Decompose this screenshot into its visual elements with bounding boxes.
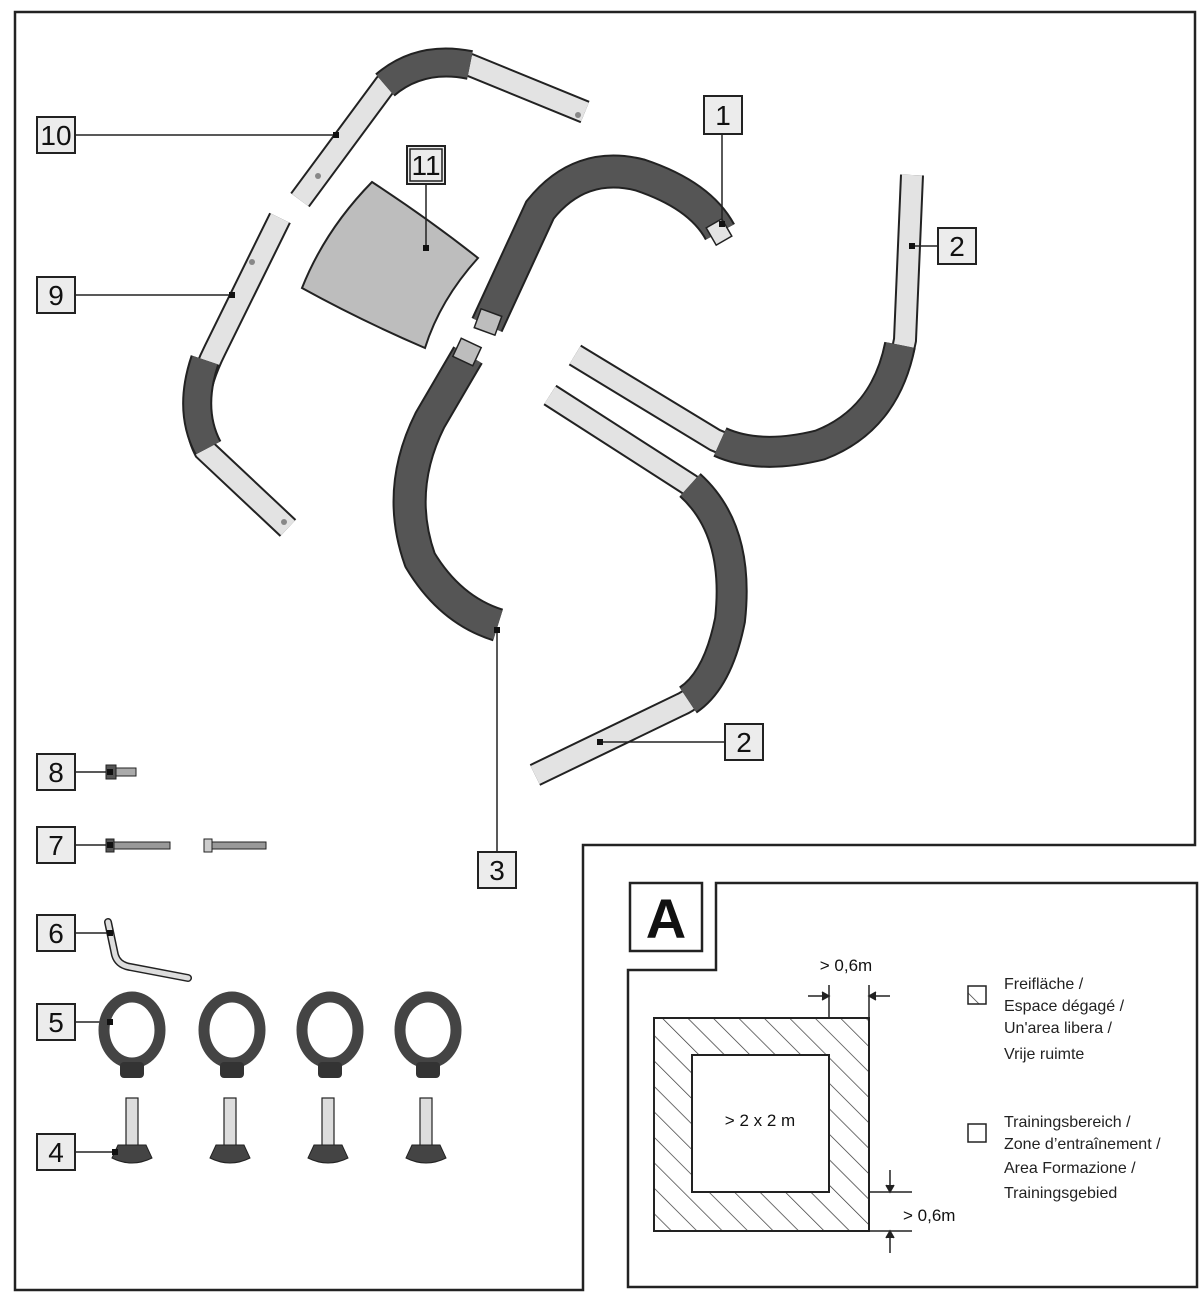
panel-a-letter-box	[628, 881, 704, 953]
knob-2	[209, 1097, 251, 1164]
top-clearance-label: > 0,6m	[820, 956, 872, 975]
part-4-knobs	[111, 1097, 447, 1164]
panel-a-letter: A	[646, 887, 686, 950]
main-frame	[13, 10, 1197, 1292]
callout-dots-small-parts	[107, 769, 118, 1155]
side-dimension	[869, 1170, 912, 1253]
side-clearance-label: > 0,6m	[903, 1206, 955, 1225]
training-size-label: > 2 x 2 m	[725, 1111, 795, 1130]
legend-free-line-1: Freifläche /	[1004, 976, 1084, 993]
label-2-lower: 2	[736, 727, 752, 758]
training-area	[691, 1054, 830, 1193]
part-11-seat	[300, 180, 480, 350]
part-2-upper-tube	[568, 174, 924, 468]
label-2-upper: 2	[949, 231, 965, 262]
part-6-allen-key-fill	[105, 919, 191, 981]
label-9: 9	[48, 280, 64, 311]
top-dimension	[808, 985, 890, 1018]
legend-training-line-1: Trainingsbereich /	[1004, 1114, 1131, 1131]
label-1: 1	[715, 100, 731, 131]
label-6: 6	[48, 918, 64, 949]
legend-training-line-2: Zone d’entraînement /	[1004, 1136, 1161, 1153]
legend-training-line-4: Trainingsgebied	[1004, 1185, 1117, 1202]
part-3-padded-bar	[392, 337, 504, 642]
ring-1	[98, 991, 166, 1078]
label-11-inner-border	[409, 148, 443, 182]
knob-1	[111, 1097, 153, 1164]
label-10: 10	[40, 120, 71, 151]
ring-4	[394, 991, 462, 1078]
part-1-padded-bar	[471, 154, 735, 337]
legend-free-swatch	[967, 985, 987, 1005]
label-4: 4	[48, 1137, 64, 1168]
part-5-rings	[98, 991, 462, 1078]
knob-3	[307, 1097, 349, 1164]
legend-training-swatch	[967, 1123, 987, 1143]
label-3: 3	[489, 855, 505, 886]
legend-free-line-3: Un'area libera /	[1004, 1020, 1113, 1037]
label-5: 5	[48, 1007, 64, 1038]
label-boxes	[36, 95, 977, 1171]
ring-2	[198, 991, 266, 1078]
label-7: 7	[48, 830, 64, 861]
legend-training-line-3: Area Formazione /	[1004, 1160, 1136, 1177]
part-7-long-bolts	[105, 838, 267, 853]
knob-4	[405, 1097, 447, 1164]
panel-a: A > 2 x 2 m > 0,6m > 0,6m Freifläche /	[626, 881, 1199, 1289]
callout-dots	[229, 132, 915, 745]
callout-lines	[74, 134, 938, 1153]
part-9-frame-tube	[182, 212, 297, 537]
part-2-lower-tube	[529, 384, 748, 786]
label-8: 8	[48, 757, 64, 788]
legend-free-line-2: Espace dégagé /	[1004, 998, 1125, 1015]
label-11: 11	[411, 150, 440, 181]
legend-free-line-4: Vrije ruimte	[1004, 1046, 1084, 1063]
ring-3	[296, 991, 364, 1078]
part-10-frame-tube	[290, 47, 590, 208]
